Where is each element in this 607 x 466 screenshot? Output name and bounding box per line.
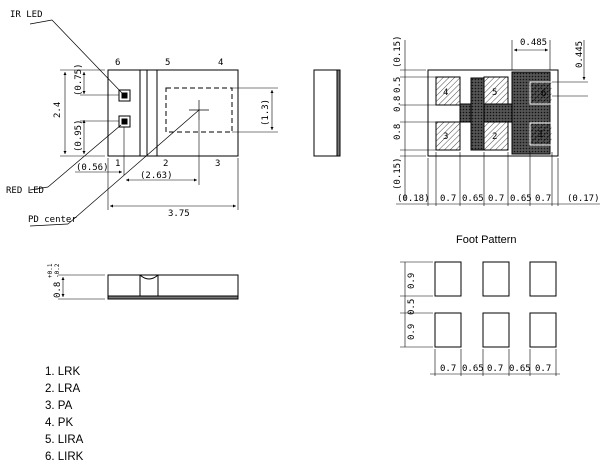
- end-view: [313, 69, 341, 157]
- pd-center-label: PD center: [28, 215, 77, 225]
- dim-0445: 0.445: [575, 41, 585, 68]
- dim-263: (2.63): [140, 171, 173, 181]
- pd-area: [165, 87, 233, 133]
- dim-left-1: 0.5: [393, 77, 403, 93]
- pin-5-label: 5: [165, 58, 170, 68]
- dim-bottom-4: 0.65: [510, 194, 532, 204]
- dim-height: 2.4: [53, 102, 63, 118]
- pad-1-label: 1: [538, 130, 543, 140]
- pin-4-label: 4: [218, 58, 223, 68]
- dim-bottom-5: 0.7: [535, 194, 551, 204]
- dim-bottom-1: 0.7: [440, 194, 456, 204]
- dim-left-4: (0.15): [393, 157, 403, 190]
- tol-minus: -0.2: [54, 263, 61, 278]
- red-led-label: RED LED: [6, 186, 44, 196]
- dim-13: (1.3): [261, 99, 271, 126]
- pin-3-label: 3: [215, 159, 220, 169]
- foot-pattern: [400, 261, 560, 376]
- tol-plus: +0.1: [47, 263, 54, 278]
- side-view: [58, 274, 239, 300]
- dim-056: (0.56): [76, 163, 109, 173]
- pad-6: [529, 81, 553, 105]
- fp-dim-bottom-4: 0.7: [535, 364, 551, 374]
- bottom-view: [396, 40, 600, 206]
- dim-0485: 0.485: [520, 38, 547, 48]
- pad-3-label: 3: [443, 132, 448, 142]
- dim-width: 3.75: [168, 209, 190, 219]
- dim-bottom-3: 0.7: [488, 194, 504, 204]
- dim-thickness: 0.8: [53, 282, 63, 298]
- fp-dim-left-0: 0.9: [407, 273, 417, 289]
- pad-4-label: 4: [443, 88, 448, 98]
- fp-dim-left-2: 0.9: [407, 324, 417, 340]
- dim-075: (0.75): [74, 63, 84, 96]
- pin-1-label: 1: [115, 159, 120, 169]
- pad-5-label: 5: [492, 88, 497, 98]
- pad-6-label: 6: [541, 89, 546, 99]
- pin-item: 3. PA: [45, 400, 73, 412]
- dim-left-2: 0.8: [393, 96, 403, 112]
- top-view: [29, 19, 278, 227]
- fp-dim-bottom-3: 0.65: [509, 364, 531, 374]
- dim-bottom-0: (0.18): [397, 194, 430, 204]
- fp-dim-bottom-0: 0.7: [440, 364, 456, 374]
- foot-pattern-title: Foot Pattern: [456, 234, 517, 246]
- ir-led-chip: [118, 89, 131, 102]
- pin-2-label: 2: [163, 159, 168, 169]
- dim-bottom-6: (0.17): [567, 194, 600, 204]
- pad-4: [435, 76, 461, 106]
- dim-left-3: 0.8: [393, 124, 403, 140]
- red-led-chip: [118, 115, 131, 128]
- dim-left-0: (0.15): [393, 35, 403, 68]
- pin-item: 6. LIRK: [45, 451, 84, 463]
- pin-item: 5. LIRA: [45, 434, 84, 446]
- pin-6-label: 6: [115, 58, 120, 68]
- fp-dim-bottom-2: 0.7: [487, 364, 503, 374]
- dim-095: (0.95): [74, 119, 84, 152]
- pad-1: [529, 122, 553, 146]
- pin-item: 4. PK: [45, 417, 74, 429]
- pin-item: 1. LRK: [45, 366, 81, 378]
- fp-dim-left-1: 0.5: [407, 299, 417, 315]
- pad-2-label: 2: [492, 132, 497, 142]
- dim-bottom-2: 0.65: [462, 194, 484, 204]
- pad-3: [435, 121, 461, 151]
- ir-led-label: IR LED: [10, 10, 43, 20]
- pin-list: 1. LRK 2. LRA 3. PA 4. PK 5. LIRA 6. LIR…: [45, 364, 83, 466]
- fp-dim-bottom-1: 0.65: [462, 364, 484, 374]
- package-outline: [107, 69, 239, 157]
- pin-item: 2. LRA: [45, 383, 81, 395]
